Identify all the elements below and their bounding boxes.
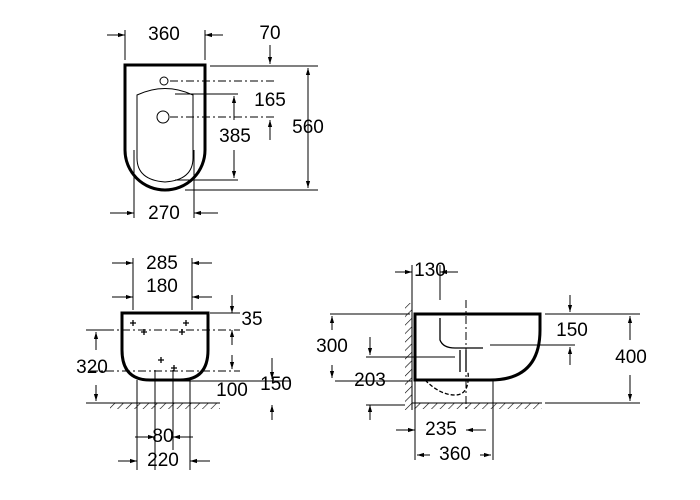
- dim-35: 35: [241, 309, 262, 330]
- dim-165: 165: [254, 90, 286, 111]
- dim-560: 560: [292, 117, 324, 138]
- bidet-outline-side: [413, 312, 542, 382]
- dim-360-top: 360: [148, 24, 180, 45]
- dim-130: 130: [414, 260, 446, 281]
- dim-203: 203: [354, 370, 386, 391]
- side-view: 130 300 150 400 203 235 360: [316, 260, 647, 465]
- floor-front: [110, 403, 220, 409]
- bowl-outline-top: [136, 88, 194, 183]
- dim-150-front: 150: [260, 374, 292, 395]
- dim-300: 300: [316, 336, 348, 357]
- floor-side: [412, 403, 542, 409]
- top-view: 360 70 165 385 560 270: [107, 23, 324, 224]
- dim-385: 385: [219, 126, 251, 147]
- dim-180: 180: [146, 276, 178, 297]
- dim-400: 400: [615, 347, 647, 368]
- dim-100: 100: [216, 380, 248, 401]
- dim-150-side: 150: [556, 320, 588, 341]
- dim-70: 70: [259, 23, 280, 44]
- dim-220: 220: [147, 450, 179, 471]
- dim-80: 80: [152, 426, 173, 447]
- dim-270: 270: [148, 203, 180, 224]
- dim-235: 235: [425, 419, 457, 440]
- tap-hole-icon: [159, 76, 169, 86]
- drain-icon: [156, 110, 170, 124]
- front-view: 285 180 35 320 100 150 80 220: [76, 253, 292, 471]
- dim-320: 320: [76, 357, 108, 378]
- dim-285: 285: [146, 253, 178, 274]
- dim-360-side: 360: [439, 444, 471, 465]
- bidet-outline-top: [123, 63, 207, 192]
